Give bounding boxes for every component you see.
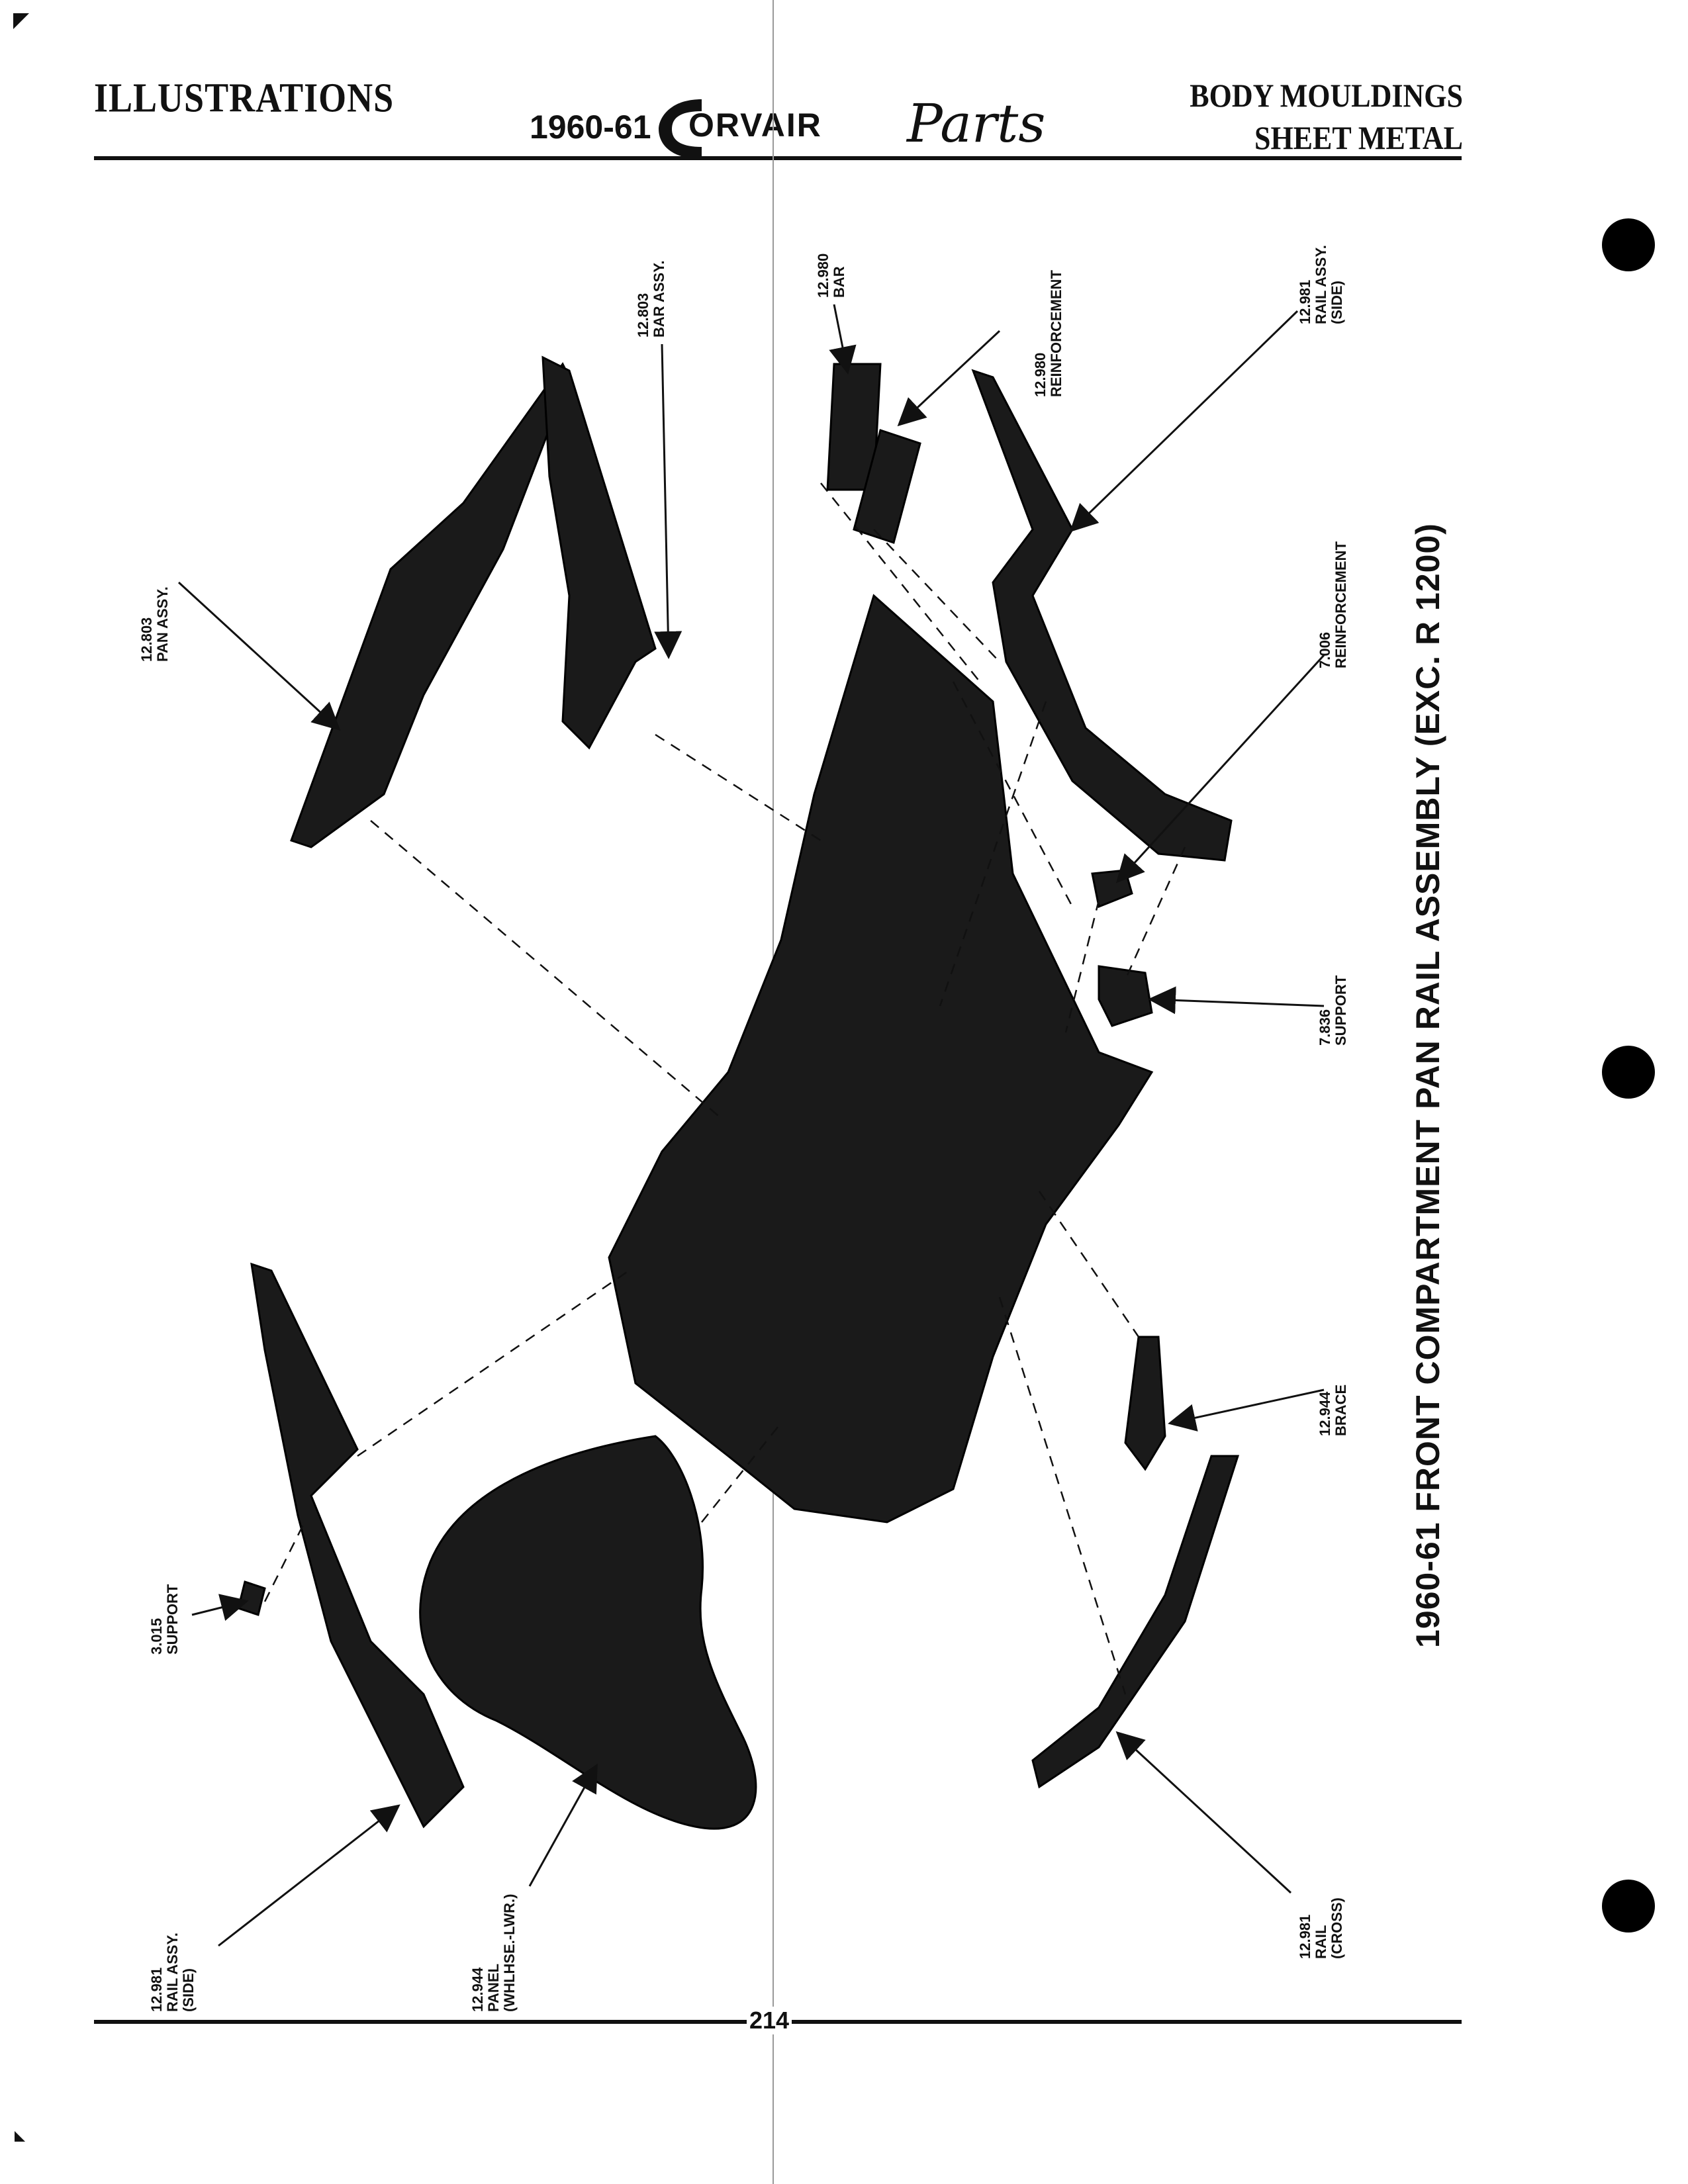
reinforcement-part bbox=[853, 429, 921, 544]
wheelhouse-panel-part bbox=[419, 1435, 757, 1830]
category-line-1: BODY MOULDINGS bbox=[1190, 77, 1463, 114]
leader-arrows bbox=[177, 304, 1325, 1947]
support-right-part bbox=[1098, 965, 1153, 1027]
category-line-2: SHEET METAL bbox=[1254, 120, 1463, 156]
corner-mark-icon bbox=[15, 2131, 25, 2142]
brace-part bbox=[1124, 1336, 1166, 1471]
rail-assy-side-left-part bbox=[250, 1262, 465, 1829]
corvair-c-logo-icon bbox=[659, 99, 702, 159]
corner-mark-icon bbox=[13, 13, 29, 29]
bar-assy-part bbox=[541, 355, 657, 750]
pan-assy-part bbox=[290, 362, 571, 848]
punch-hole-icon bbox=[1602, 1880, 1655, 1933]
rail-assy-side-right-part bbox=[971, 369, 1233, 862]
punch-hole-icon bbox=[1602, 218, 1655, 271]
rail-cross-part bbox=[1031, 1455, 1240, 1789]
catalog-brand: ORVAIR bbox=[688, 107, 822, 144]
figure-title: 1960-61 FRONT COMPARTMENT PAN RAIL ASSEM… bbox=[1409, 523, 1446, 1648]
explode-lines bbox=[263, 482, 1186, 1695]
support-left-part bbox=[237, 1580, 266, 1616]
header-rule bbox=[94, 156, 1462, 160]
punch-hole-icon bbox=[1602, 1046, 1655, 1099]
catalog-year: 1960-61 bbox=[530, 109, 651, 146]
section-title: ILLUSTRATIONS bbox=[94, 75, 395, 121]
catalog-brand-script: Parts bbox=[907, 93, 1046, 154]
page-number: 214 bbox=[747, 2007, 792, 2034]
front-compartment-frame-part bbox=[608, 594, 1154, 1524]
